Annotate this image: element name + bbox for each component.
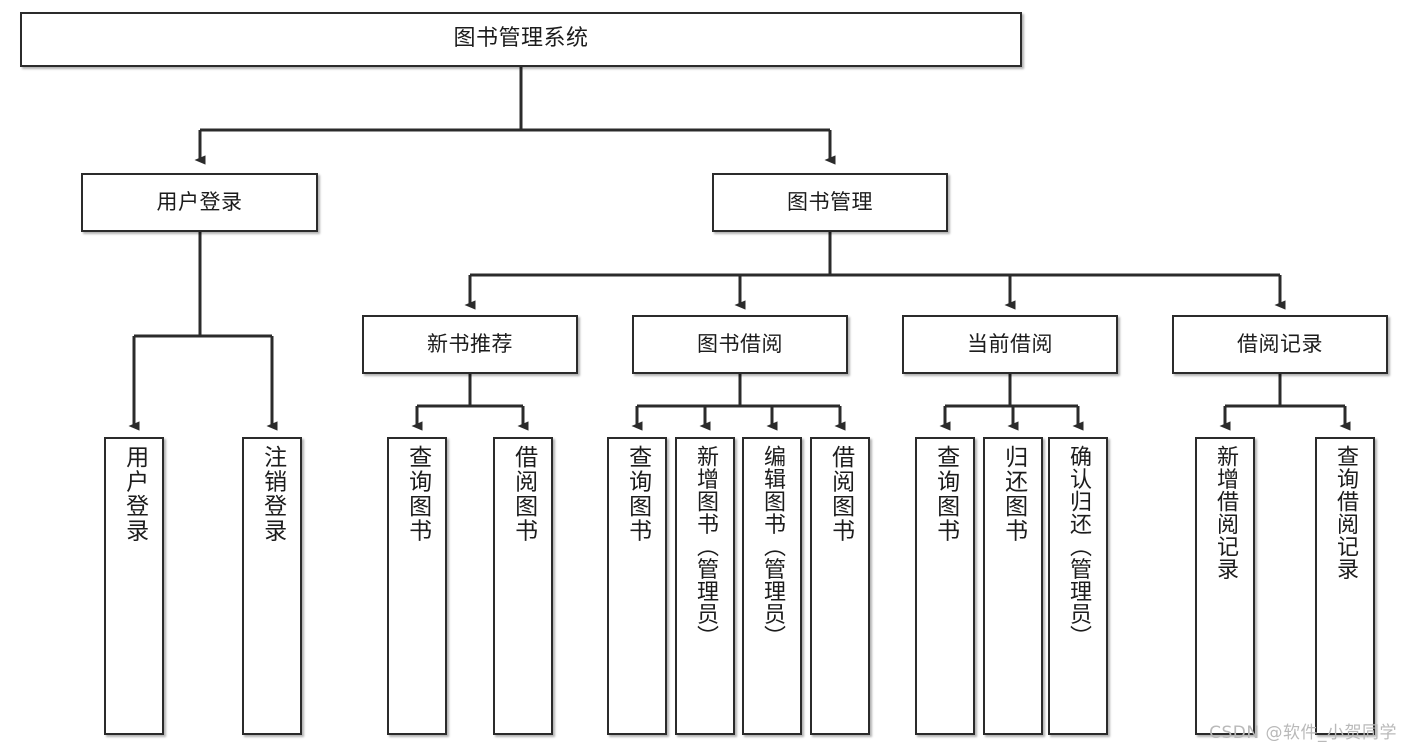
node-label: 图书管理 <box>787 189 873 214</box>
node-book-management[interactable]: 图书管理 <box>712 173 948 232</box>
node-label: 编辑图书（管理员） <box>759 445 785 648</box>
node-label: 借阅记录 <box>1237 331 1323 356</box>
leaf-return-book[interactable]: 归还图书 <box>983 437 1043 735</box>
node-label: 用户登录 <box>156 189 243 214</box>
node-label: 新增借阅记录 <box>1212 445 1238 580</box>
node-label: 借阅图书 <box>510 445 537 543</box>
node-label: 图书借阅 <box>697 331 783 356</box>
leaf-borrow-book[interactable]: 借阅图书 <box>810 437 870 735</box>
node-label: 归还图书 <box>1000 445 1027 543</box>
node-label: 查询图书 <box>624 445 651 543</box>
node-label: 查询借阅记录 <box>1332 445 1358 580</box>
node-label: 新增图书（管理员） <box>692 445 718 648</box>
leaf-confirm-return-admin[interactable]: 确认归还（管理员） <box>1048 437 1108 735</box>
node-label: 新书推荐 <box>427 331 513 356</box>
node-borrow-record[interactable]: 借阅记录 <box>1172 315 1388 374</box>
leaf-borrow-book-recommend[interactable]: 借阅图书 <box>493 437 553 735</box>
leaf-add-borrow-record[interactable]: 新增借阅记录 <box>1195 437 1255 735</box>
node-label: 注销登录 <box>259 445 286 543</box>
leaf-add-book-admin[interactable]: 新增图书（管理员） <box>675 437 735 735</box>
node-label: 用户登录 <box>121 445 148 543</box>
leaf-query-borrow-record[interactable]: 查询借阅记录 <box>1315 437 1375 735</box>
leaf-user-logout[interactable]: 注销登录 <box>242 437 302 735</box>
node-new-book-recommend[interactable]: 新书推荐 <box>362 315 578 374</box>
node-label: 查询图书 <box>932 445 959 543</box>
node-root-system[interactable]: 图书管理系统 <box>20 12 1022 67</box>
node-user-login[interactable]: 用户登录 <box>81 173 318 232</box>
node-label: 查询图书 <box>404 445 431 543</box>
node-label: 确认归还（管理员） <box>1065 445 1091 648</box>
node-book-borrow[interactable]: 图书借阅 <box>632 315 848 374</box>
leaf-edit-book-admin[interactable]: 编辑图书（管理员） <box>742 437 802 735</box>
leaf-query-book-recommend[interactable]: 查询图书 <box>387 437 447 735</box>
node-current-borrow[interactable]: 当前借阅 <box>902 315 1118 374</box>
node-label: 图书管理系统 <box>453 26 589 52</box>
node-label: 借阅图书 <box>827 445 854 543</box>
node-label: 当前借阅 <box>967 331 1053 356</box>
watermark: CSDN @软件_小贺同学 <box>1209 723 1397 743</box>
leaf-query-book-borrow[interactable]: 查询图书 <box>607 437 667 735</box>
leaf-user-login[interactable]: 用户登录 <box>104 437 164 735</box>
leaf-query-book-current[interactable]: 查询图书 <box>915 437 975 735</box>
